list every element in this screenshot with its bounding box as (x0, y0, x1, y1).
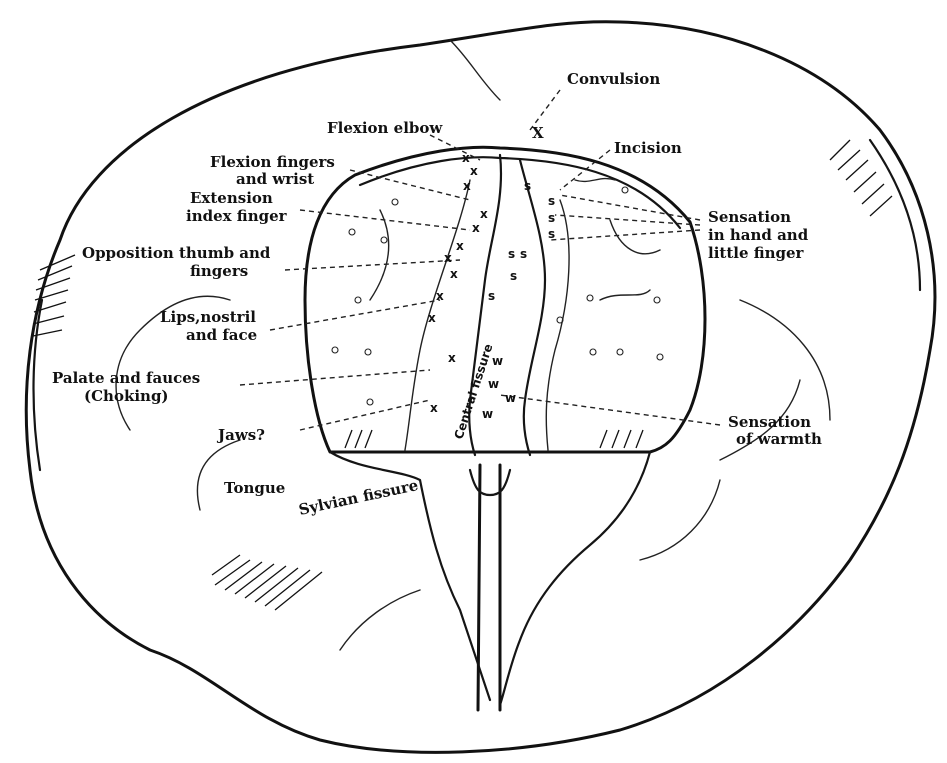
motor-marker: x (456, 239, 464, 253)
craniotomy-inner-edge (358, 156, 682, 230)
motor-marker: x (450, 267, 458, 281)
label-incision: Incision (614, 139, 682, 157)
warmth-marker: w (482, 407, 493, 421)
label-sensation-warmth-1: Sensation (728, 413, 811, 431)
sensory-marker: s (548, 211, 555, 225)
stem (476, 463, 502, 712)
precentral-line (404, 179, 471, 451)
hatch-right (829, 139, 893, 217)
central-fissure-right (518, 158, 547, 457)
gyrus-4 (739, 299, 831, 421)
craniotomy-outline (303, 145, 707, 454)
gyrus-2 (196, 439, 241, 511)
motor-marker: x (448, 351, 456, 365)
motor-marker: x (480, 207, 488, 221)
postcentral-line (545, 199, 570, 451)
label-sylvian: Sylvian fissure (297, 476, 420, 519)
sulcus-4 (574, 177, 616, 183)
outline-edge-left (32, 298, 44, 472)
central-fissure-label: Central fissure (452, 342, 496, 441)
sensory-marker: s (524, 179, 531, 193)
label-extension-1: Extension (190, 189, 273, 207)
label-flexion-elbow: Flexion elbow (327, 119, 443, 137)
hatch-left (32, 254, 76, 337)
motor-marker: x (430, 401, 438, 415)
sulcus-3 (599, 289, 651, 301)
label-opposition-2: fingers (190, 262, 248, 280)
label-lips-2: and face (186, 326, 257, 344)
central-fissure (468, 153, 503, 457)
label-convulsion: Convulsion (567, 70, 660, 88)
labels: Convulsion Flexion elbow Flexion fingers… (52, 70, 822, 519)
label-palate-1: Palate and fauces (52, 369, 200, 387)
label-extension-2: index finger (186, 207, 288, 225)
motor-marker: x (462, 151, 470, 165)
top-fold (449, 39, 501, 101)
label-sensation-hand-1: Sensation (708, 208, 791, 226)
label-flexion-fingers-2: and wrist (236, 170, 314, 188)
motor-marker: x (470, 164, 478, 178)
label-sensation-warmth-2: of warmth (736, 430, 822, 448)
label-flexion-fingers-1: Flexion fingers (210, 153, 335, 171)
gyrus-5 (639, 479, 721, 561)
sensory-marker: s (548, 227, 555, 241)
gyrus-3 (719, 379, 801, 461)
warmth-marker: w (505, 391, 516, 405)
sulcus-2 (609, 219, 661, 255)
warmth-markers: w w w w (482, 354, 516, 421)
label-lips-1: Lips,nostril (160, 308, 256, 326)
brain-outline (24, 20, 937, 754)
sensory-marker: s (488, 289, 495, 303)
motor-marker: x (428, 311, 436, 325)
motor-marker: x (472, 221, 480, 235)
outline-edge-right (868, 138, 922, 292)
motor-marker: x (436, 289, 444, 303)
sensory-markers: s s s s s s s s (488, 179, 555, 303)
label-sensation-hand-2: in hand and (708, 226, 809, 244)
gyrus-1 (115, 295, 231, 431)
warmth-marker: w (488, 377, 499, 391)
hatch-bottom-left (211, 554, 323, 611)
motor-marker: x (444, 251, 452, 265)
leader-lines (239, 89, 721, 431)
motor-markers: x x x x x x x x x x x x (428, 151, 488, 415)
sensory-marker: s (520, 247, 527, 261)
warmth-marker: w (492, 354, 503, 368)
sulcus-1 (369, 209, 390, 301)
label-jaws: Jaws? (216, 426, 265, 444)
stimulation-points (331, 186, 664, 406)
hatch-opening-bottom (344, 429, 644, 449)
convulsion-marker: X (532, 124, 544, 142)
stem-top (468, 468, 512, 497)
sensory-marker: s (510, 269, 517, 283)
gyrus-6 (339, 589, 421, 651)
label-tongue: Tongue (224, 479, 285, 497)
label-sensation-hand-3: little finger (708, 244, 805, 262)
motor-marker: x (463, 179, 471, 193)
sensory-marker: s (548, 194, 555, 208)
label-opposition-1: Opposition thumb and (82, 244, 271, 262)
sensory-marker: s (508, 247, 515, 261)
lower-flap (328, 450, 652, 707)
label-palate-2: (Choking) (84, 387, 169, 405)
